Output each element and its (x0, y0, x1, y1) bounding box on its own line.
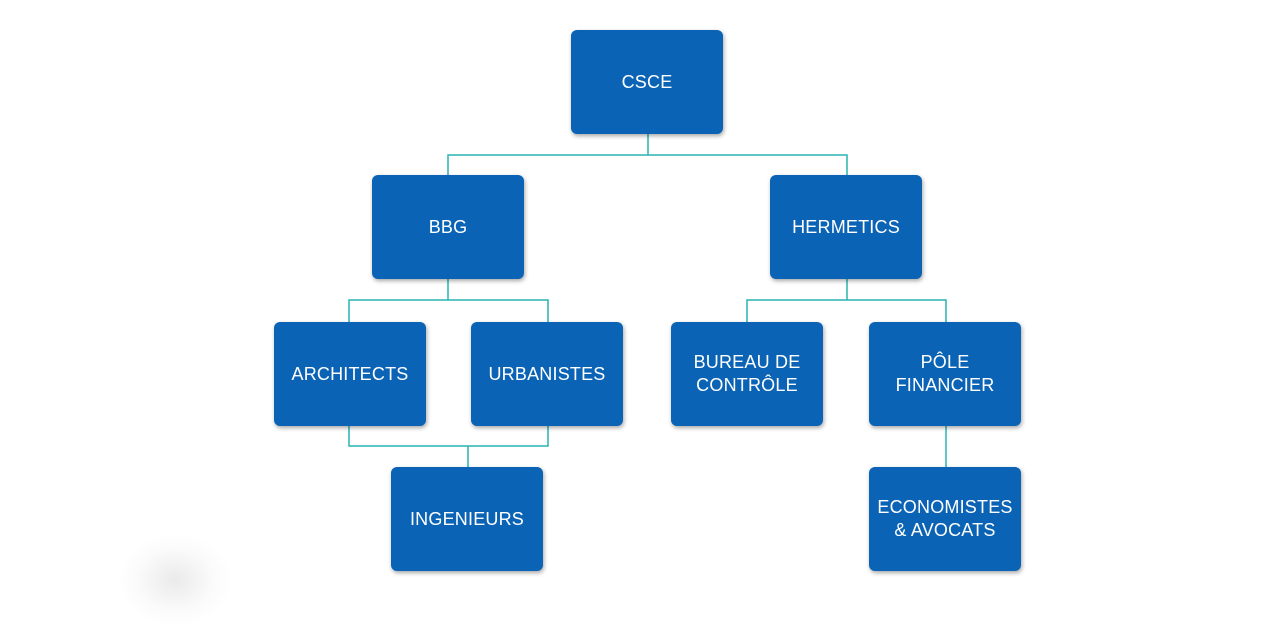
node-label: BUREAU DE CONTRÔLE (693, 352, 801, 395)
node-csce: CSCE (571, 30, 723, 134)
node-urbanistes: URBANISTES (471, 322, 623, 426)
connector-csce-children (447, 134, 848, 175)
node-label: HERMETICS (792, 216, 900, 237)
connector-hermetics-children (746, 279, 947, 322)
node-label: ARCHITECTS (291, 363, 409, 384)
org-chart: CSCE BBG HERMETICS ARCHITECTS URBANISTES… (120, 30, 1021, 625)
node-label: BBG (428, 216, 468, 237)
node-label: ECONOMISTES & AVOCATS (877, 497, 1013, 540)
node-economistes-avocats: ECONOMISTES & AVOCATS (869, 467, 1021, 571)
node-label: PÔLE FINANCIER (895, 352, 995, 395)
node-bureau-de-controle: BUREAU DE CONTRÔLE (671, 322, 823, 426)
node-pole-financier: PÔLE FINANCIER (869, 322, 1021, 426)
node-label: CSCE (621, 71, 673, 92)
connector-lines (348, 134, 947, 467)
node-hermetics: HERMETICS (770, 175, 922, 279)
node-architects: ARCHITECTS (274, 322, 426, 426)
node-label: INGENIEURS (409, 508, 525, 529)
node-label: URBANISTES (488, 363, 606, 384)
connector-to-ingenieurs (348, 426, 549, 467)
node-ingenieurs: INGENIEURS (391, 467, 543, 571)
connector-bbg-children (348, 279, 549, 322)
node-bbg: BBG (372, 175, 524, 279)
